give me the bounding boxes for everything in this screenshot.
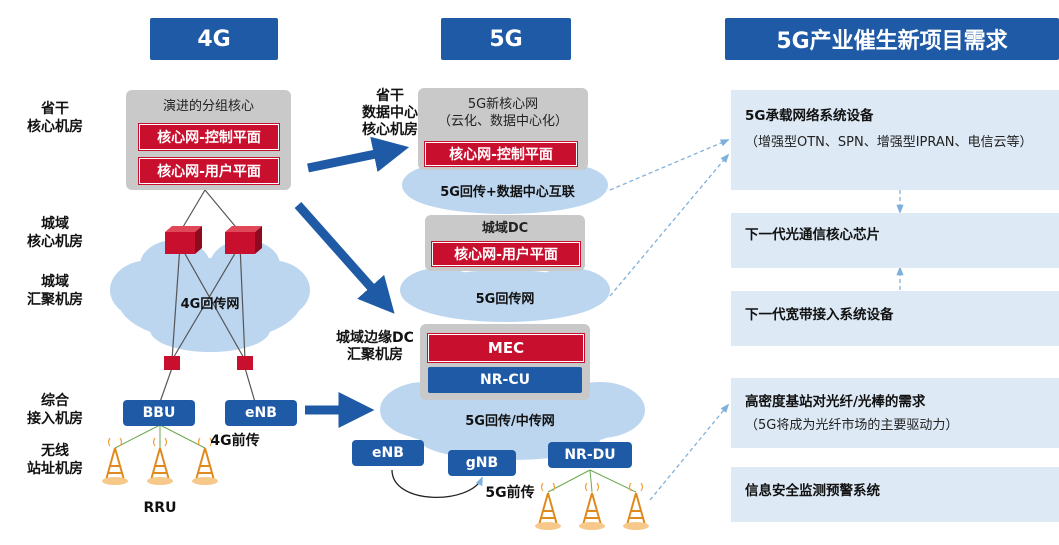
header-5g: 5G (441, 18, 571, 60)
need-item-bearer-equipment: 5G承载网络系统设备 （增强型OTN、SPN、增强型IPRAN、电信云等） (731, 90, 1059, 190)
need-title: 高密度基站对光纤/光棒的需求 (745, 394, 926, 410)
header-4g: 4G (150, 18, 278, 60)
rru-label: RRU (143, 500, 177, 516)
arrow-4g-core-to-edge (294, 202, 395, 314)
4g-core-control-plane: 核心网-控制平面 (139, 124, 279, 150)
label-access: 综合接入机房 (27, 393, 83, 427)
nr-du-node: NR-DU (548, 442, 632, 468)
mec-node: MEC (428, 334, 584, 362)
gnb-node: gNB (448, 450, 516, 476)
need-title: 信息安全监测预警系统 (745, 483, 880, 499)
5g-backhaul-label: 5G回传网 (475, 292, 535, 307)
cloud-4g-backhaul (110, 240, 310, 352)
city-dc-title: 城域DC (481, 221, 529, 236)
4g-backhaul-label: 4G回传网 (180, 297, 240, 312)
need-title: 下一代宽带接入系统设备 (745, 307, 894, 323)
need-item-optical-chip: 下一代光通信核心芯片 (731, 213, 1059, 268)
tower-icon (622, 482, 650, 531)
bbu-node: BBU (123, 400, 195, 426)
4g-core-user-plane: 核心网-用户平面 (139, 158, 279, 184)
nr-cu-node: NR-CU (428, 367, 582, 393)
label-city-agg: 城域汇聚机房 (27, 274, 83, 308)
5g-core-title: 5G新核心网（云化、数据中心化） (437, 97, 568, 129)
label-wireless: 无线站址机房 (27, 443, 83, 477)
cloud-5g-backhaul (400, 268, 610, 322)
need-subtitle: （5G将成为光纤市场的主要驱动力） (745, 418, 959, 433)
4g-links (159, 189, 256, 403)
5g-core-user-plane: 核心网-用户平面 (432, 242, 580, 266)
4g-core-title: 演进的分组核心 (162, 99, 254, 114)
dashed-connectors (609, 139, 904, 501)
cloud-5g-backhaul-dci (402, 165, 608, 214)
need-item-fiber-demand: 高密度基站对光纤/光棒的需求 （5G将成为光纤市场的主要驱动力） (731, 378, 1059, 448)
router-icons (164, 226, 262, 370)
4g-fronthaul-lines (114, 424, 206, 449)
5g-enb-node: eNB (352, 440, 424, 466)
4g-fronthaul-label: 4G前传 (210, 433, 260, 449)
5g-fronthaul-lines (547, 469, 637, 493)
5g-core-control-plane: 核心网-控制平面 (425, 142, 577, 166)
header-5g-needs: 5G产业催生新项目需求 (725, 18, 1059, 60)
need-item-broadband-access: 下一代宽带接入系统设备 (731, 291, 1059, 346)
need-subtitle: （增强型OTN、SPN、增强型IPRAN、电信云等） (745, 135, 1033, 150)
arrow-4g-core-to-5g-core (307, 136, 410, 173)
label-prov-core: 省干核心机房 (27, 101, 83, 135)
tower-icon (101, 437, 129, 486)
enb-to-gnb-arrow (391, 469, 483, 498)
need-item-security-monitoring: 信息安全监测预警系统 (731, 467, 1059, 522)
label-city-core: 城域核心机房 (27, 216, 83, 250)
5g-mid-backhaul-label: 5G回传/中传网 (465, 414, 555, 429)
need-title: 5G承载网络系统设备 (745, 108, 874, 124)
label-5g-dc: 省干数据中心核心机房 (362, 88, 418, 138)
4g-enb-node: eNB (225, 400, 297, 426)
5g-fronthaul-label: 5G前传 (485, 485, 535, 501)
need-title: 下一代光通信核心芯片 (745, 227, 880, 243)
5g-backhaul-dci-label: 5G回传+数据中心互联 (440, 185, 575, 200)
